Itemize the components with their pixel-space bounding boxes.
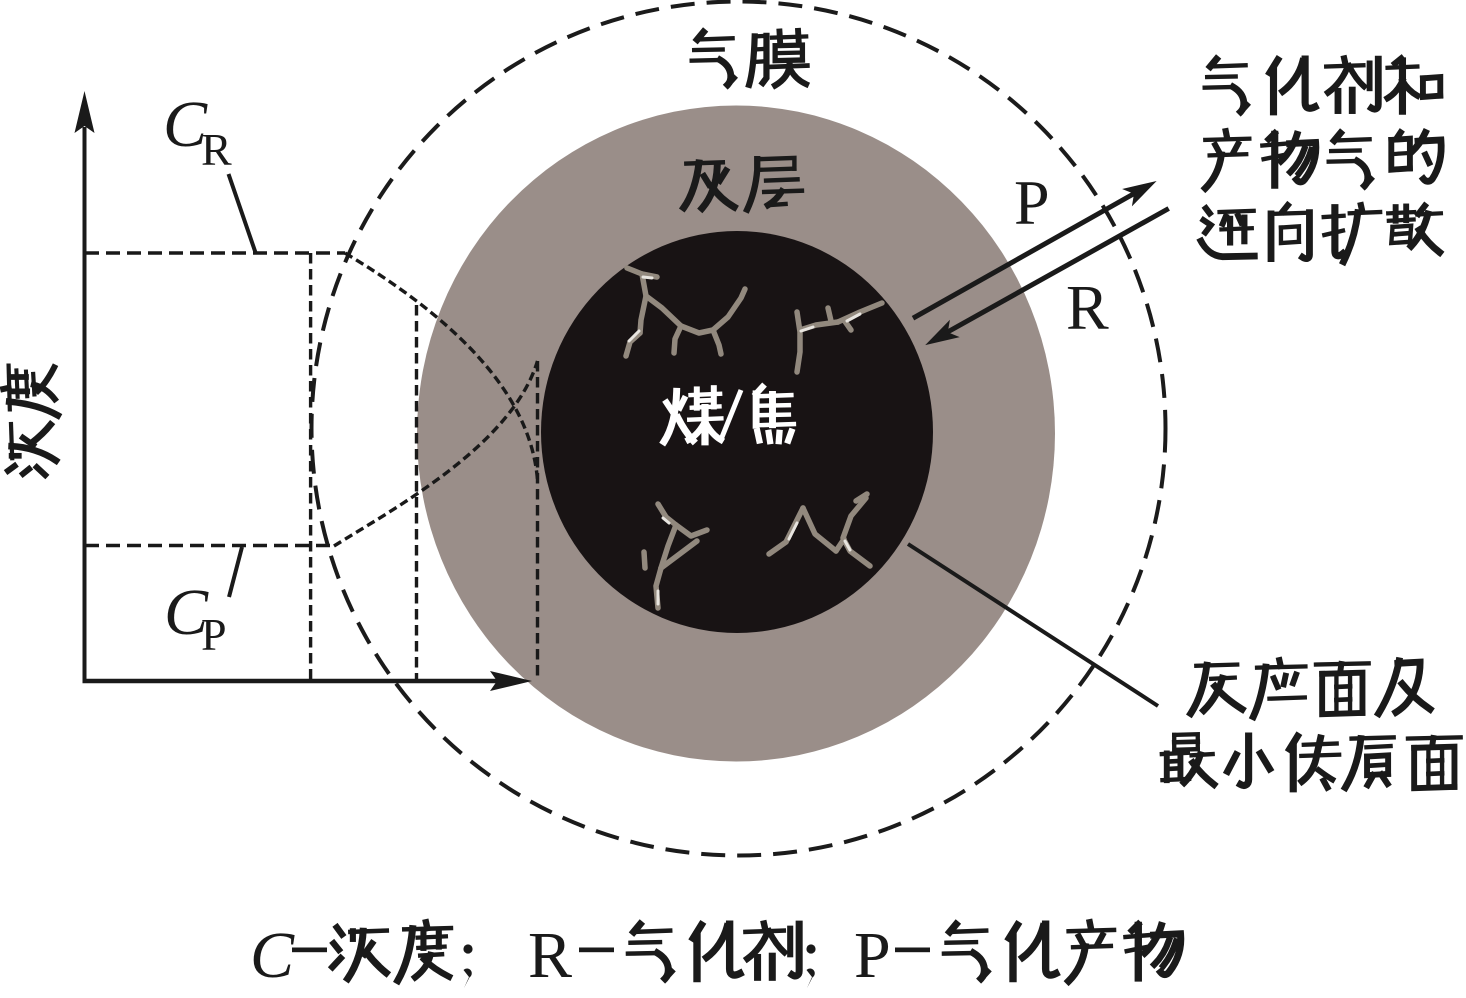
svg-text:C: C — [163, 88, 208, 161]
svg-text:C: C — [164, 576, 209, 649]
svg-text:C: C — [250, 919, 295, 992]
svg-text:P: P — [1014, 167, 1050, 238]
svg-text:P: P — [854, 919, 891, 992]
svg-text:R: R — [201, 124, 232, 175]
svg-text:R: R — [528, 919, 572, 992]
svg-text:R: R — [1066, 272, 1109, 343]
svg-text:P: P — [201, 609, 227, 660]
